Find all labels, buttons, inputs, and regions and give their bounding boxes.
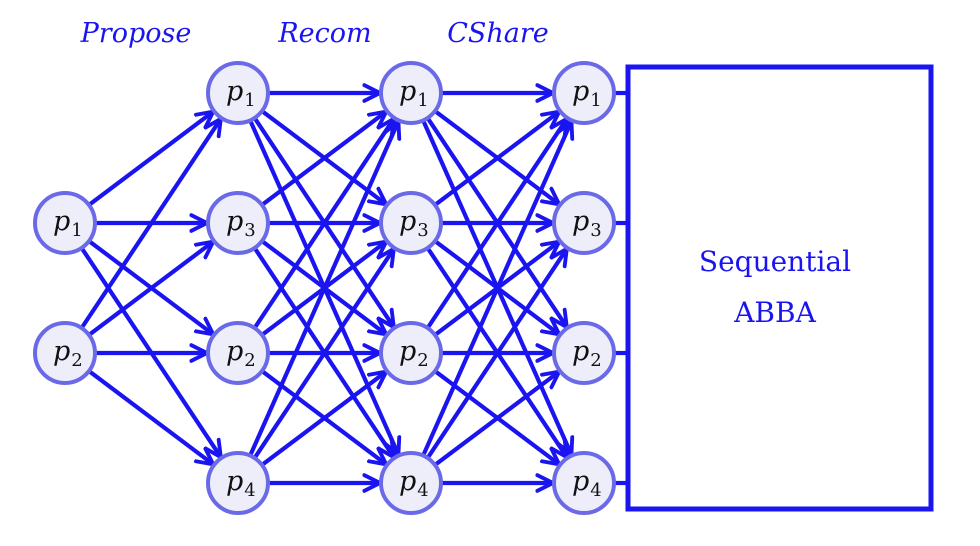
node-circle	[206, 61, 270, 125]
sequential-abba-frame	[625, 64, 934, 512]
node-col3-p4: p4	[552, 451, 616, 515]
node-circle	[552, 191, 616, 255]
node-subscript: 1	[71, 220, 82, 241]
edge-c2n1-c3n0	[433, 112, 559, 207]
node-col3-p3: p3	[552, 191, 616, 255]
edge-c2n3-c3n2	[433, 372, 559, 467]
edge-c2n2-c3n0	[425, 119, 567, 330]
edge-c1n3-c2n0	[248, 121, 398, 457]
node-col1-p3: p3	[206, 191, 270, 255]
node-subscript: 4	[590, 480, 601, 501]
edge-c1n1-c2n0	[260, 112, 386, 207]
node-circle	[379, 321, 443, 385]
node-col1-p4: p4	[206, 451, 270, 515]
node-subscript: 2	[590, 350, 601, 371]
node-circle	[206, 451, 270, 515]
node-subscript: 1	[590, 90, 601, 111]
node-subscript: 4	[417, 480, 428, 501]
edge-c1n3-c2n1	[252, 249, 394, 460]
node-col1-p1: p1	[206, 61, 270, 125]
edge-c0n0-c1n0	[87, 112, 213, 207]
phase-label-cshare: CShare	[447, 18, 549, 49]
node-circle	[206, 321, 270, 385]
phase-labels: Propose Recom CShare	[80, 18, 549, 49]
phase-label-recom: Recom	[277, 18, 371, 49]
node-circle	[33, 191, 97, 255]
node-subscript: 2	[244, 350, 255, 371]
sequential-abba-box: Sequential ABBA	[625, 64, 934, 512]
node-col3-p2: p2	[552, 321, 616, 385]
node-circle	[379, 451, 443, 515]
node-subscript: 1	[417, 90, 428, 111]
nodes: p1 p2 p1 p3 p2 p4 p1 p3 p2 p4 p1 p3 p2 p4	[33, 61, 616, 515]
node-subscript: 1	[244, 90, 255, 111]
node-circle	[552, 451, 616, 515]
node-circle	[206, 191, 270, 255]
node-col0-p2: p2	[33, 321, 97, 385]
node-subscript: 4	[244, 480, 255, 501]
node-subscript: 2	[71, 350, 82, 371]
node-circle	[33, 321, 97, 385]
node-subscript: 3	[417, 220, 428, 241]
node-label: p2	[399, 336, 429, 371]
sequential-label: Sequential	[699, 245, 851, 278]
edge-c1n2-c2n0	[252, 119, 394, 330]
node-col2-p3: p3	[379, 191, 443, 255]
edge-c0n1-c1n3	[87, 369, 213, 464]
node-circle	[552, 61, 616, 125]
node-col0-p1: p1	[33, 191, 97, 255]
node-col2-p1: p1	[379, 61, 443, 125]
node-subscript: 3	[244, 220, 255, 241]
edge-c0n1-c1n0	[79, 119, 221, 330]
node-circle	[552, 321, 616, 385]
edge-c0n1-c1n1	[87, 242, 213, 337]
phase-label-propose: Propose	[80, 18, 192, 49]
node-col3-p1: p1	[552, 61, 616, 125]
abba-label: ABBA	[733, 296, 816, 329]
node-circle	[379, 61, 443, 125]
node-subscript: 2	[417, 350, 428, 371]
edges	[79, 93, 572, 483]
edge-c2n3-c3n1	[425, 249, 567, 460]
node-subscript: 3	[590, 220, 601, 241]
node-col1-p2: p2	[206, 321, 270, 385]
edge-c1n3-c2n2	[260, 372, 386, 467]
edge-c2n3-c3n0	[421, 121, 571, 457]
node-circle	[379, 191, 443, 255]
node-col2-p4: p4	[379, 451, 443, 515]
node-col2-p2: p2	[379, 321, 443, 385]
